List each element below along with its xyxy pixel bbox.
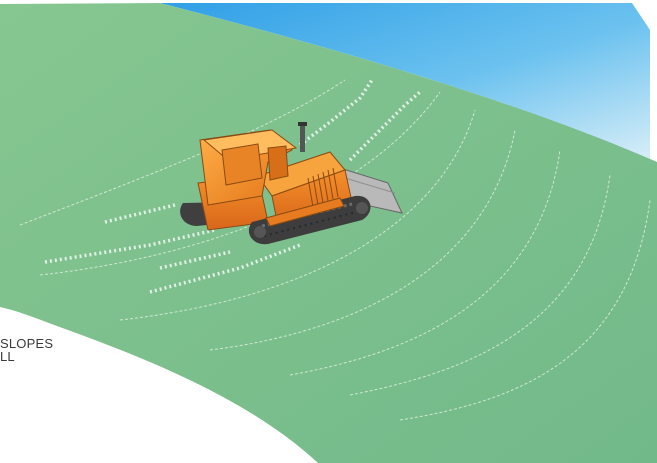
cab-window xyxy=(222,144,262,185)
slope-caption: SLOPES LL xyxy=(0,337,53,363)
exhaust-stack xyxy=(300,124,305,152)
caption-line-2: LL xyxy=(0,350,53,363)
